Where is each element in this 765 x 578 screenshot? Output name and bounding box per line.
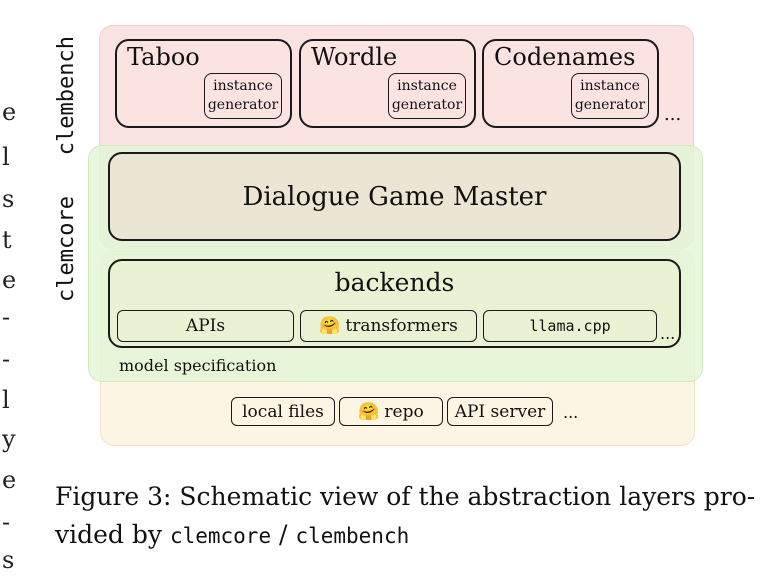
hugging-face-icon: 🤗 xyxy=(319,316,341,336)
margin-fragment: s xyxy=(2,185,15,213)
instance-generator-label: instance xyxy=(213,78,273,94)
margin-fragment: - xyxy=(2,345,11,373)
instance-generator-label: generator xyxy=(391,97,463,113)
caption-line-2: vided by clemcore / clembench xyxy=(55,516,760,555)
source-api-server: API server xyxy=(447,397,553,426)
game-box-taboo: Taboo instance generator xyxy=(115,39,292,128)
margin-fragment: t xyxy=(2,226,12,254)
model-specification-label: model specification xyxy=(119,356,277,375)
game-box-codenames: Codenames instance generator xyxy=(482,39,659,128)
more-games-ellipsis: ... xyxy=(664,104,682,125)
caption-text: / xyxy=(271,520,296,549)
game-title: Taboo xyxy=(127,43,200,71)
source-label: local files xyxy=(242,401,324,422)
margin-fragment: l xyxy=(2,386,10,414)
figure-caption: Figure 3: Schematic view of the abstract… xyxy=(55,478,760,555)
instance-generator-label: instance xyxy=(397,78,457,94)
margin-fragment: e xyxy=(2,266,17,294)
instance-generator-label: generator xyxy=(574,97,646,113)
margin-fragment: - xyxy=(2,303,11,331)
backend-llama-cpp: llama.cpp xyxy=(483,310,657,342)
margin-fragment: l xyxy=(2,143,10,171)
caption-code: clemcore xyxy=(169,524,272,548)
backend-label: APIs xyxy=(185,316,226,336)
margin-fragment: s xyxy=(2,546,15,574)
game-title: Wordle xyxy=(311,43,398,71)
more-sources-ellipsis: ... xyxy=(563,403,579,422)
margin-fragment: e xyxy=(2,466,17,494)
margin-fragment: - xyxy=(2,508,11,536)
game-title: Codenames xyxy=(494,43,636,71)
source-repo: 🤗 repo xyxy=(339,397,443,426)
margin-fragment: e xyxy=(2,98,17,126)
instance-generator-box: instance generator xyxy=(571,73,649,119)
instance-generator-label: instance xyxy=(580,78,640,94)
caption-code: clembench xyxy=(295,524,410,548)
caption-line-1: Figure 3: Schematic view of the abstract… xyxy=(55,482,756,511)
backend-transformers: 🤗 transformers xyxy=(300,310,477,342)
backends-box: backends xyxy=(108,259,681,348)
dialogue-game-master-box: Dialogue Game Master xyxy=(108,152,681,241)
source-local-files: local files xyxy=(231,397,335,426)
backend-apis: APIs xyxy=(117,310,294,342)
instance-generator-box: instance generator xyxy=(388,73,466,119)
instance-generator-box: instance generator xyxy=(204,73,282,119)
instance-generator-label: generator xyxy=(207,97,279,113)
clembench-label: clembench xyxy=(54,36,79,156)
backends-title: backends xyxy=(334,268,455,297)
hugging-face-icon: 🤗 xyxy=(358,401,380,422)
caption-text: vided by xyxy=(55,520,170,549)
backend-label: llama.cpp xyxy=(529,317,611,335)
clemcore-label: clemcore xyxy=(54,196,79,302)
margin-fragment: y xyxy=(2,425,16,453)
backend-label: transformers xyxy=(345,316,458,336)
source-label: API server xyxy=(454,401,546,422)
more-backends-ellipsis: ... xyxy=(660,324,676,343)
source-label: repo xyxy=(384,401,424,422)
game-box-wordle: Wordle instance generator xyxy=(299,39,476,128)
dialogue-game-master-label: Dialogue Game Master xyxy=(242,181,547,212)
